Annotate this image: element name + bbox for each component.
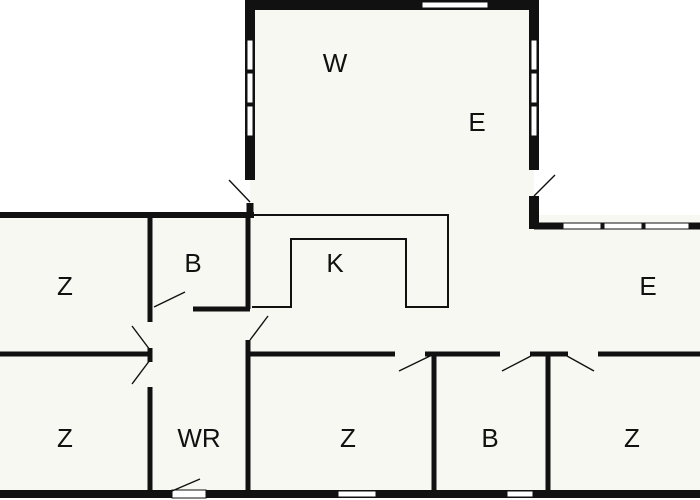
door-dining-east xyxy=(533,174,556,197)
room-label-bath-top: B xyxy=(184,248,201,278)
window-left-2 xyxy=(246,72,254,104)
window-east-2 xyxy=(603,222,643,230)
door-bath-top xyxy=(153,291,186,308)
door-entrance xyxy=(171,478,201,492)
room-label-dining-right: E xyxy=(639,271,656,301)
door-living-west xyxy=(228,179,251,203)
window-right-2 xyxy=(530,72,538,104)
kitchen-counter xyxy=(252,214,449,308)
room-label-room-bottom-mid: Z xyxy=(340,423,356,453)
room-labels: W E K E Z B Z WR Z B Z xyxy=(57,48,657,453)
window-right-3 xyxy=(530,105,538,137)
room-label-dining-upper: E xyxy=(468,107,485,137)
door-bath-bottom xyxy=(501,355,532,372)
windows xyxy=(171,1,690,499)
window-east-1 xyxy=(562,222,602,230)
door-kitchen xyxy=(249,315,269,341)
floor-areas xyxy=(0,5,700,495)
window-left-1 xyxy=(246,39,254,71)
room-label-living: W xyxy=(323,48,348,78)
door-room-bottom-right xyxy=(566,355,595,372)
window-top xyxy=(421,1,489,9)
door-room-bottom-left xyxy=(131,359,151,385)
door-room-top-left xyxy=(131,325,151,351)
room-label-washroom: WR xyxy=(177,423,220,453)
interior-walls xyxy=(0,215,700,494)
room-label-room-bottom-right: Z xyxy=(624,423,640,453)
room-label-kitchen: K xyxy=(326,248,344,278)
room-label-bath-bottom: B xyxy=(481,423,498,453)
window-bottom-2 xyxy=(506,490,534,498)
window-bottom-1 xyxy=(337,490,377,498)
room-label-room-bottom-left: Z xyxy=(57,423,73,453)
door-room-bottom-mid xyxy=(398,355,431,372)
window-left-3 xyxy=(246,105,254,137)
window-bottom-door xyxy=(171,489,207,499)
window-right-1 xyxy=(530,39,538,71)
doors xyxy=(131,174,595,492)
room-label-room-top-left: Z xyxy=(57,271,73,301)
window-east-3 xyxy=(644,222,690,230)
